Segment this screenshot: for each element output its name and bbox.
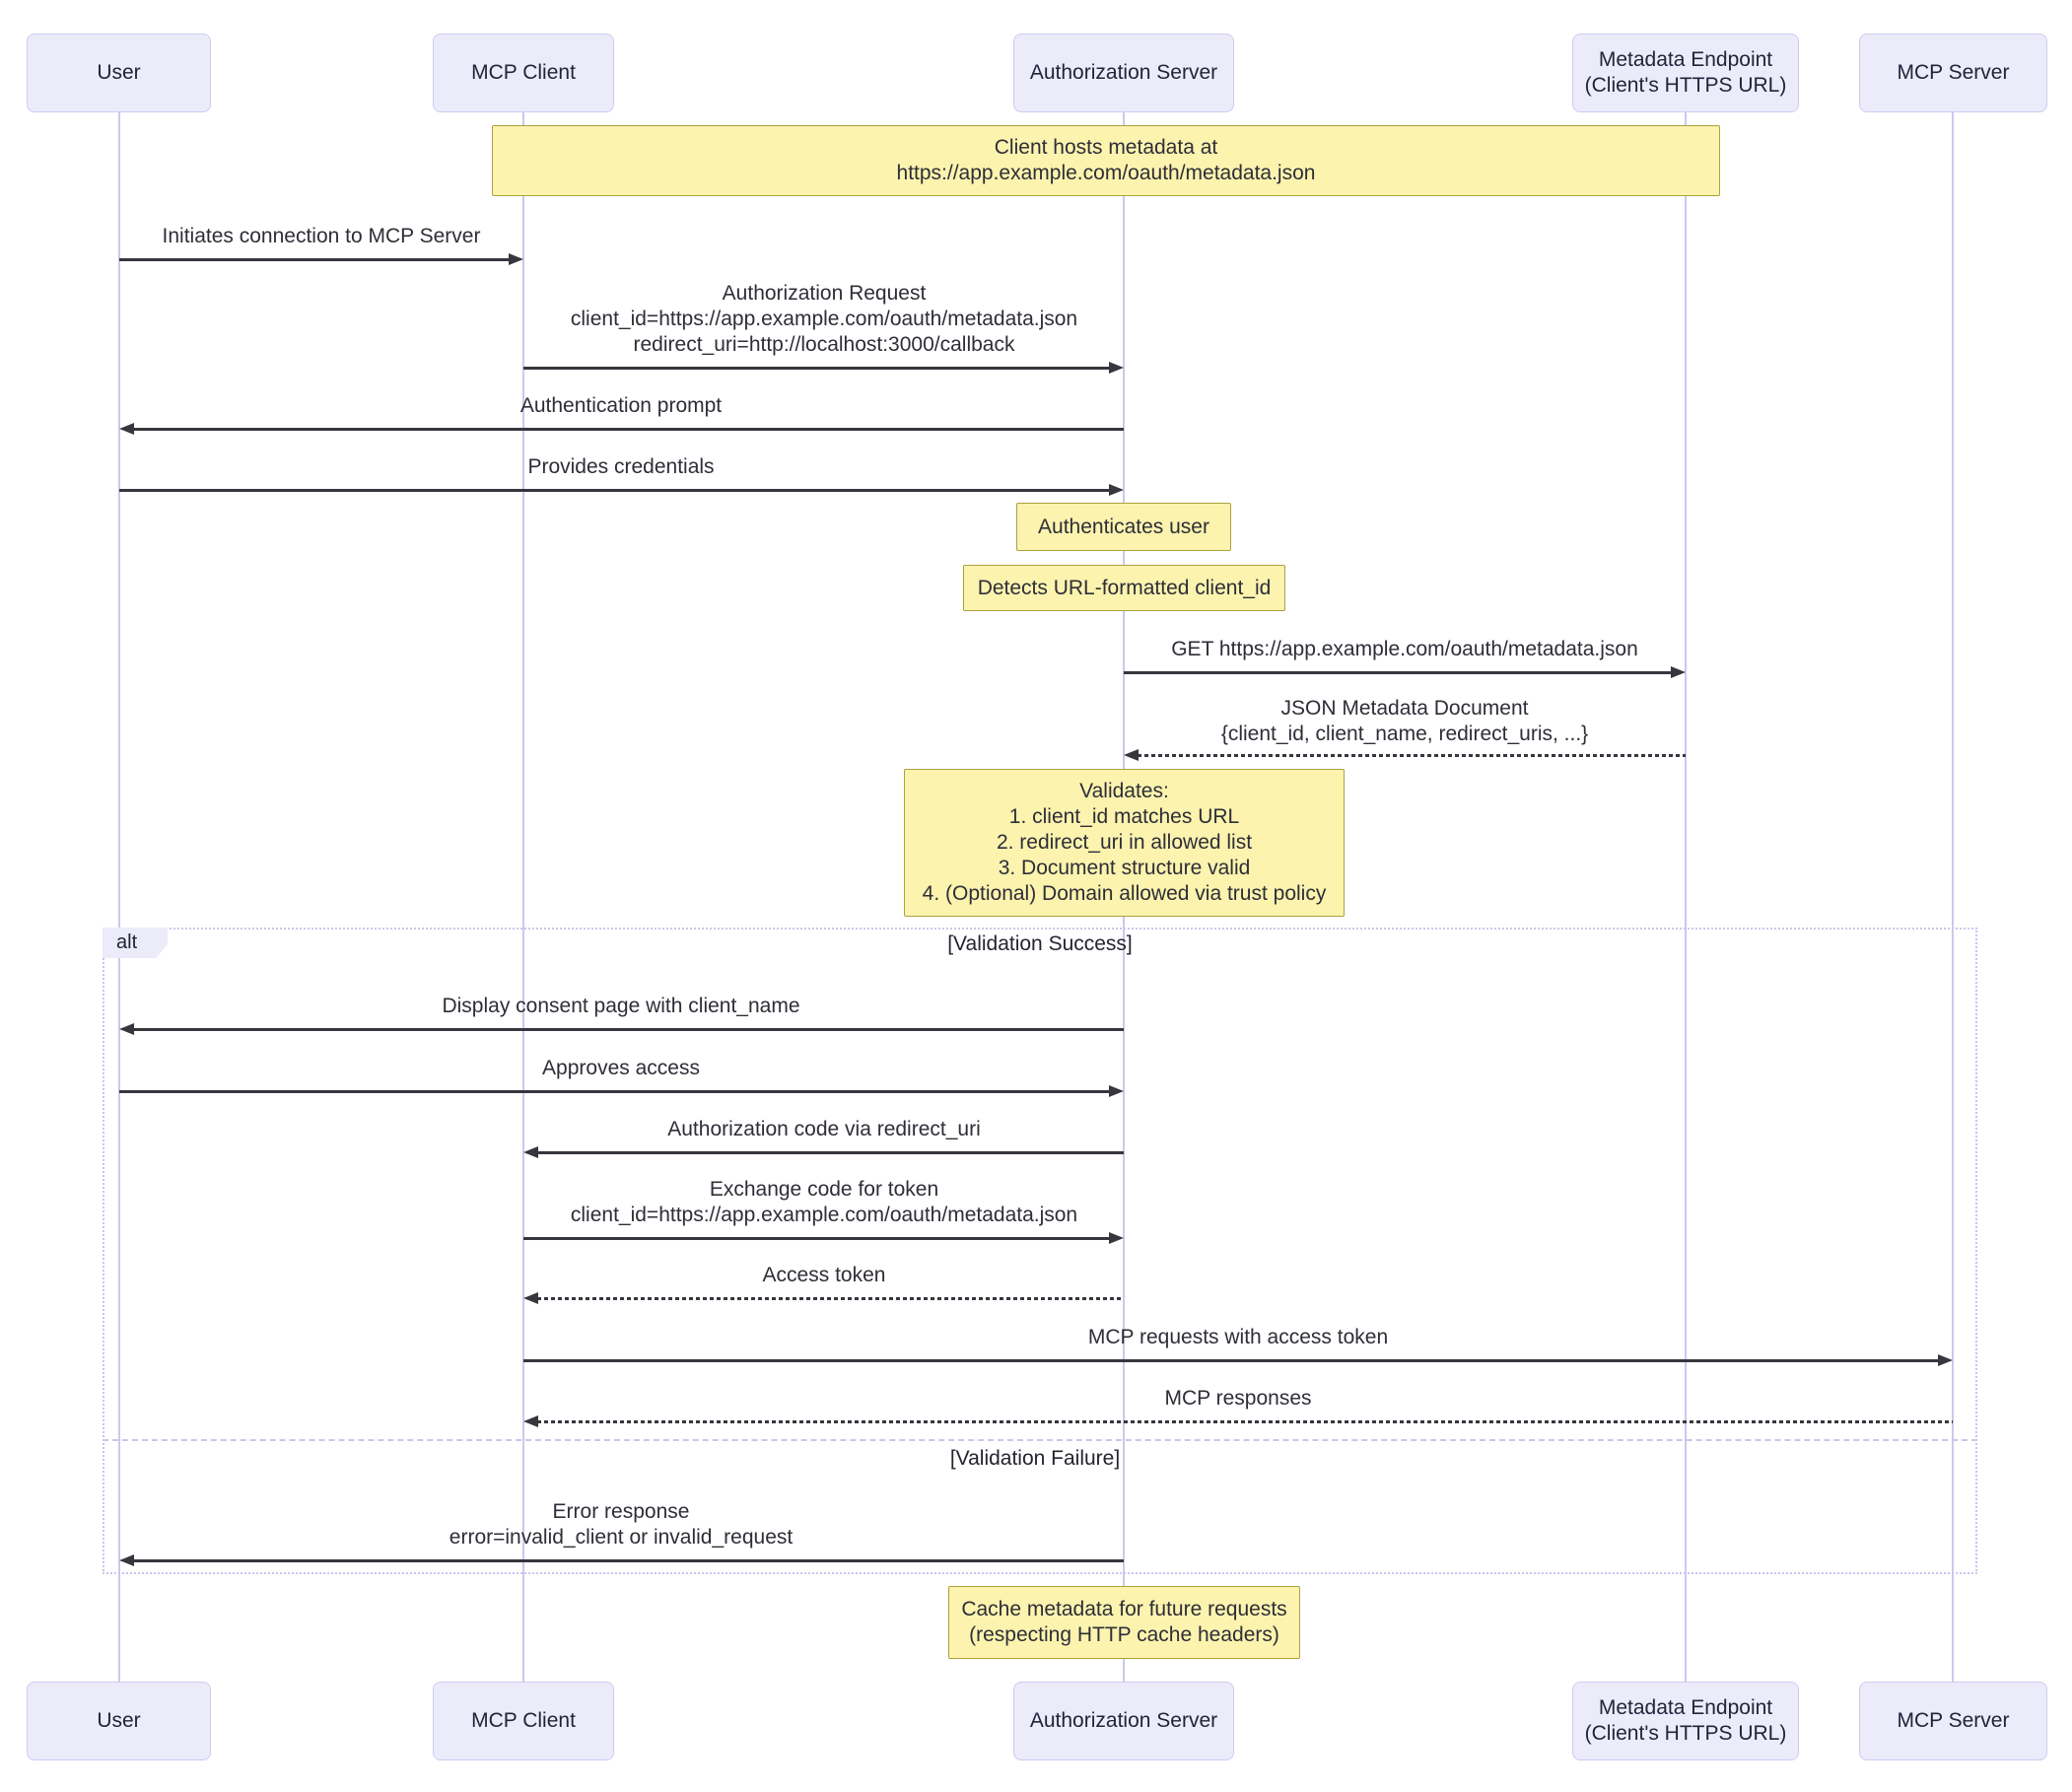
msg-authorization-code-text: Authorization code via redirect_uri bbox=[667, 1118, 981, 1140]
actor-user-top: User bbox=[27, 34, 211, 112]
msg-access-token-line bbox=[537, 1297, 1124, 1300]
note-cache-metadata: Cache metadata for future requests (resp… bbox=[948, 1586, 1300, 1659]
msg-authentication-prompt-arrowhead bbox=[119, 423, 134, 435]
msg-exchange-code-arrowhead bbox=[1109, 1232, 1124, 1244]
msg-authorization-code-arrowhead bbox=[523, 1146, 538, 1158]
msg-provides-credentials-line bbox=[119, 489, 1110, 492]
msg-get-metadata-text: GET https://app.example.com/oauth/metada… bbox=[1171, 638, 1638, 660]
msg-authorization-request-arrowhead bbox=[1109, 362, 1124, 374]
msg-display-consent-arrowhead bbox=[119, 1023, 134, 1035]
msg-provides-credentials-arrowhead bbox=[1109, 484, 1124, 496]
msg-exchange-code-line bbox=[523, 1237, 1110, 1240]
actor-authorization-server-top: Authorization Server bbox=[1013, 34, 1234, 112]
msg-json-metadata-document-arrowhead bbox=[1124, 749, 1139, 761]
metadata-endpoint-lifeline bbox=[1684, 112, 1688, 1682]
alt-condition-validation-success: [Validation Success] bbox=[947, 932, 1133, 955]
alt-divider bbox=[103, 1439, 1977, 1441]
note-detects-url-client-id: Detects URL-formatted client_id bbox=[963, 565, 1285, 611]
msg-initiates-connection-line bbox=[119, 258, 510, 261]
actor-metadata-endpoint-bottom: Metadata Endpoint (Client's HTTPS URL) bbox=[1572, 1682, 1799, 1760]
alt-frame bbox=[103, 928, 1977, 1574]
msg-error-response-text: Error response error=invalid_client or i… bbox=[449, 1500, 794, 1549]
note-validates: Validates: 1. client_id matches URL 2. r… bbox=[904, 769, 1345, 917]
actor-mcp-server-bottom: MCP Server bbox=[1859, 1682, 2047, 1760]
actor-authorization-server-bottom: Authorization Server bbox=[1013, 1682, 1234, 1760]
actor-user-bottom: User bbox=[27, 1682, 211, 1760]
msg-access-token-arrowhead bbox=[523, 1292, 538, 1304]
msg-authorization-code-line bbox=[537, 1151, 1124, 1154]
actor-mcp-server-top: MCP Server bbox=[1859, 34, 2047, 112]
note-client-hosts-metadata: Client hosts metadata at https://app.exa… bbox=[492, 125, 1720, 196]
note-authenticates-user: Authenticates user bbox=[1016, 503, 1231, 551]
msg-display-consent-line bbox=[133, 1028, 1124, 1031]
msg-authentication-prompt-line bbox=[133, 428, 1124, 431]
msg-approves-access-arrowhead bbox=[1109, 1085, 1124, 1097]
alt-frame-label: alt bbox=[116, 931, 138, 953]
msg-provides-credentials-text: Provides credentials bbox=[527, 455, 715, 478]
msg-exchange-code-text: Exchange code for token client_id=https:… bbox=[570, 1178, 1078, 1226]
alt-frame-label-tab: alt bbox=[103, 928, 168, 958]
user-lifeline bbox=[117, 112, 121, 1682]
msg-mcp-responses-line bbox=[537, 1420, 1953, 1423]
actor-mcp-client-top: MCP Client bbox=[433, 34, 614, 112]
msg-authorization-request-line bbox=[523, 367, 1110, 370]
msg-approves-access-line bbox=[119, 1090, 1110, 1093]
alt-condition-validation-failure: [Validation Failure] bbox=[949, 1447, 1121, 1470]
msg-json-metadata-document-line bbox=[1138, 754, 1686, 757]
msg-mcp-requests-arrowhead bbox=[1938, 1354, 1953, 1366]
msg-mcp-requests-text: MCP requests with access token bbox=[1087, 1326, 1389, 1348]
mcp-server-lifeline bbox=[1951, 112, 1955, 1682]
mcp-client-lifeline bbox=[521, 112, 525, 1682]
msg-json-metadata-document-text: JSON Metadata Document {client_id, clien… bbox=[1220, 697, 1589, 745]
msg-display-consent-text: Display consent page with client_name bbox=[442, 995, 800, 1017]
msg-authentication-prompt-text: Authentication prompt bbox=[519, 394, 723, 417]
msg-mcp-responses-text: MCP responses bbox=[1164, 1387, 1312, 1410]
msg-initiates-connection-arrowhead bbox=[509, 253, 523, 265]
actor-mcp-client-bottom: MCP Client bbox=[433, 1682, 614, 1760]
msg-access-token-text: Access token bbox=[762, 1264, 886, 1286]
msg-authorization-request-text: Authorization Request client_id=https://… bbox=[570, 282, 1078, 356]
msg-get-metadata-line bbox=[1124, 671, 1672, 674]
msg-mcp-responses-arrowhead bbox=[523, 1415, 538, 1427]
msg-approves-access-text: Approves access bbox=[542, 1057, 700, 1079]
msg-error-response-arrowhead bbox=[119, 1554, 134, 1566]
msg-mcp-requests-line bbox=[523, 1359, 1939, 1362]
msg-initiates-connection-text: Initiates connection to MCP Server bbox=[162, 225, 481, 247]
msg-get-metadata-arrowhead bbox=[1671, 666, 1686, 678]
actor-metadata-endpoint-top: Metadata Endpoint (Client's HTTPS URL) bbox=[1572, 34, 1799, 112]
msg-error-response-line bbox=[133, 1559, 1124, 1562]
